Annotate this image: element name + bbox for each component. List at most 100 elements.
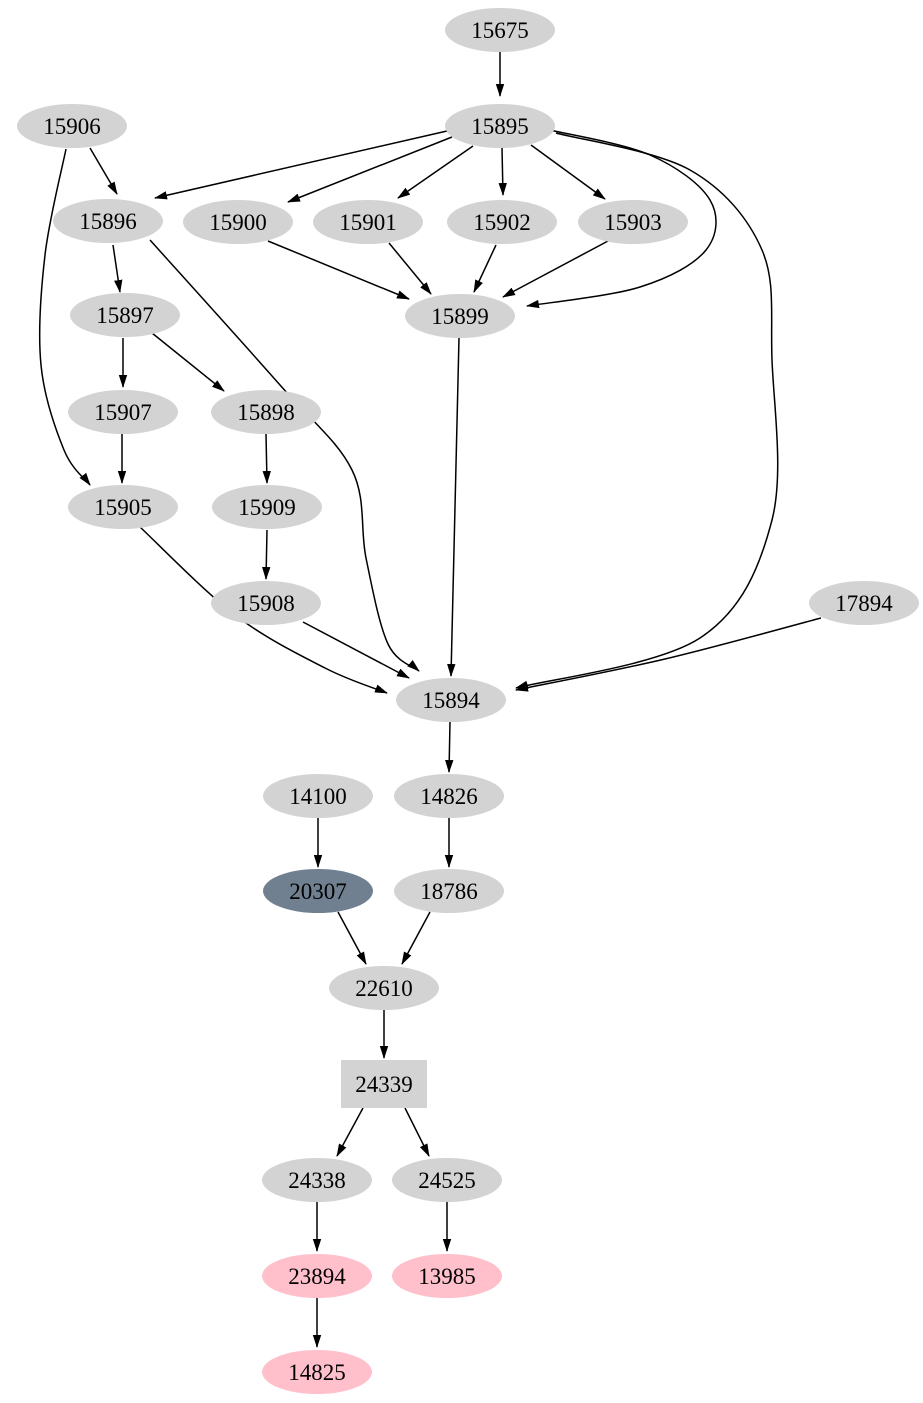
node-label: 22610 (355, 976, 413, 1001)
node-shape-ellipse (262, 1254, 372, 1298)
node-15894: 15894 (396, 678, 506, 722)
node-shape-ellipse (263, 774, 373, 818)
edge-15901-15899 (388, 242, 432, 295)
node-shape-ellipse (445, 104, 555, 148)
node-shape-ellipse (329, 966, 439, 1010)
edge-15908-15894 (302, 621, 410, 679)
edge-15895-15903 (530, 144, 606, 200)
node-shape-ellipse (578, 200, 688, 244)
node-shape-ellipse (809, 581, 919, 625)
edge-15903-15899 (502, 240, 609, 298)
node-shape-rect (341, 1060, 427, 1108)
edge-15896-15897 (112, 244, 123, 293)
node-label: 15902 (473, 210, 531, 235)
node-shape-ellipse (68, 390, 178, 434)
node-18786: 18786 (394, 869, 504, 913)
node-shape-ellipse (394, 774, 504, 818)
edge-15895-15896 (154, 130, 448, 200)
node-label: 14100 (289, 784, 347, 809)
node-label: 17894 (835, 591, 893, 616)
node-17894: 17894 (809, 581, 919, 625)
edge-15902-15899 (473, 244, 497, 293)
node-shape-ellipse (394, 869, 504, 913)
node-label: 15900 (209, 210, 267, 235)
node-label: 15898 (237, 400, 295, 425)
node-13985: 13985 (392, 1254, 502, 1298)
node-20307: 20307 (263, 869, 373, 913)
node-label: 15675 (471, 18, 529, 43)
edge-15895-15900 (287, 136, 453, 203)
node-layer: 15675 15895 15906 15896 15900 15901 15902 15903… (17, 8, 919, 1394)
node-22610: 22610 (329, 966, 439, 1010)
node-15909: 15909 (212, 485, 322, 529)
node-shape-ellipse (313, 200, 423, 244)
node-label: 24338 (288, 1168, 346, 1193)
node-15895: 15895 (445, 104, 555, 148)
node-label: 14825 (288, 1360, 346, 1385)
node-label: 18786 (420, 879, 478, 904)
node-15896: 15896 (53, 199, 163, 243)
edge-layer (38, 52, 822, 1348)
node-15899: 15899 (405, 294, 515, 338)
edge-18786-22610 (401, 911, 431, 965)
node-15898: 15898 (211, 390, 321, 434)
edge-24339-24338 (336, 1107, 364, 1157)
node-shape-ellipse (70, 293, 180, 337)
node-15907: 15907 (68, 390, 178, 434)
node-shape-ellipse (445, 8, 555, 52)
node-label: 13985 (418, 1264, 476, 1289)
node-label: 15905 (94, 495, 152, 520)
node-24525: 24525 (392, 1158, 502, 1202)
node-shape-ellipse (392, 1158, 502, 1202)
node-15905: 15905 (68, 485, 178, 529)
node-shape-ellipse (211, 581, 321, 625)
edge-17894-15894 (515, 617, 822, 692)
edge-15905-15894 (139, 526, 388, 694)
node-label: 15894 (422, 688, 480, 713)
node-label: 15908 (237, 591, 295, 616)
edge-15900-15899 (267, 240, 410, 300)
edge-15899-15894 (447, 337, 460, 677)
edge-15895-15894 (515, 132, 779, 689)
node-14826: 14826 (394, 774, 504, 818)
node-label: 15899 (431, 304, 489, 329)
node-label: 23894 (288, 1264, 346, 1289)
node-label: 15897 (96, 303, 154, 328)
node-shape-ellipse (53, 199, 163, 243)
edge-15895-15899 (526, 129, 717, 309)
node-15901: 15901 (313, 200, 423, 244)
node-label: 15901 (339, 210, 397, 235)
node-15902: 15902 (447, 200, 557, 244)
edge-20307-22610 (337, 911, 367, 965)
node-shape-ellipse (183, 200, 293, 244)
node-15897: 15897 (70, 293, 180, 337)
edge-15898-15909 (262, 433, 271, 484)
edge-15909-15908 (262, 529, 271, 580)
node-label: 24525 (418, 1168, 476, 1193)
node-label: 15895 (471, 114, 529, 139)
node-24338: 24338 (262, 1158, 372, 1202)
node-15900: 15900 (183, 200, 293, 244)
edge-15906-15905 (38, 148, 91, 486)
node-shape-ellipse (212, 485, 322, 529)
edge-15897-15898 (151, 332, 225, 392)
node-shape-ellipse (392, 1254, 502, 1298)
node-14100: 14100 (263, 774, 373, 818)
edge-15895-15902 (498, 147, 507, 196)
node-label: 15909 (238, 495, 296, 520)
node-15906: 15906 (17, 104, 127, 148)
node-shape-ellipse (262, 1158, 372, 1202)
node-label: 24339 (355, 1072, 413, 1097)
node-label: 15896 (79, 209, 137, 234)
node-15903: 15903 (578, 200, 688, 244)
edge-24339-24525 (404, 1107, 430, 1157)
node-label: 15906 (43, 114, 101, 139)
node-shape-ellipse (262, 1350, 372, 1394)
node-shape-ellipse (17, 104, 127, 148)
node-label: 20307 (289, 879, 347, 904)
node-23894: 23894 (262, 1254, 372, 1298)
node-14825: 14825 (262, 1350, 372, 1394)
node-24339: 24339 (341, 1060, 427, 1108)
